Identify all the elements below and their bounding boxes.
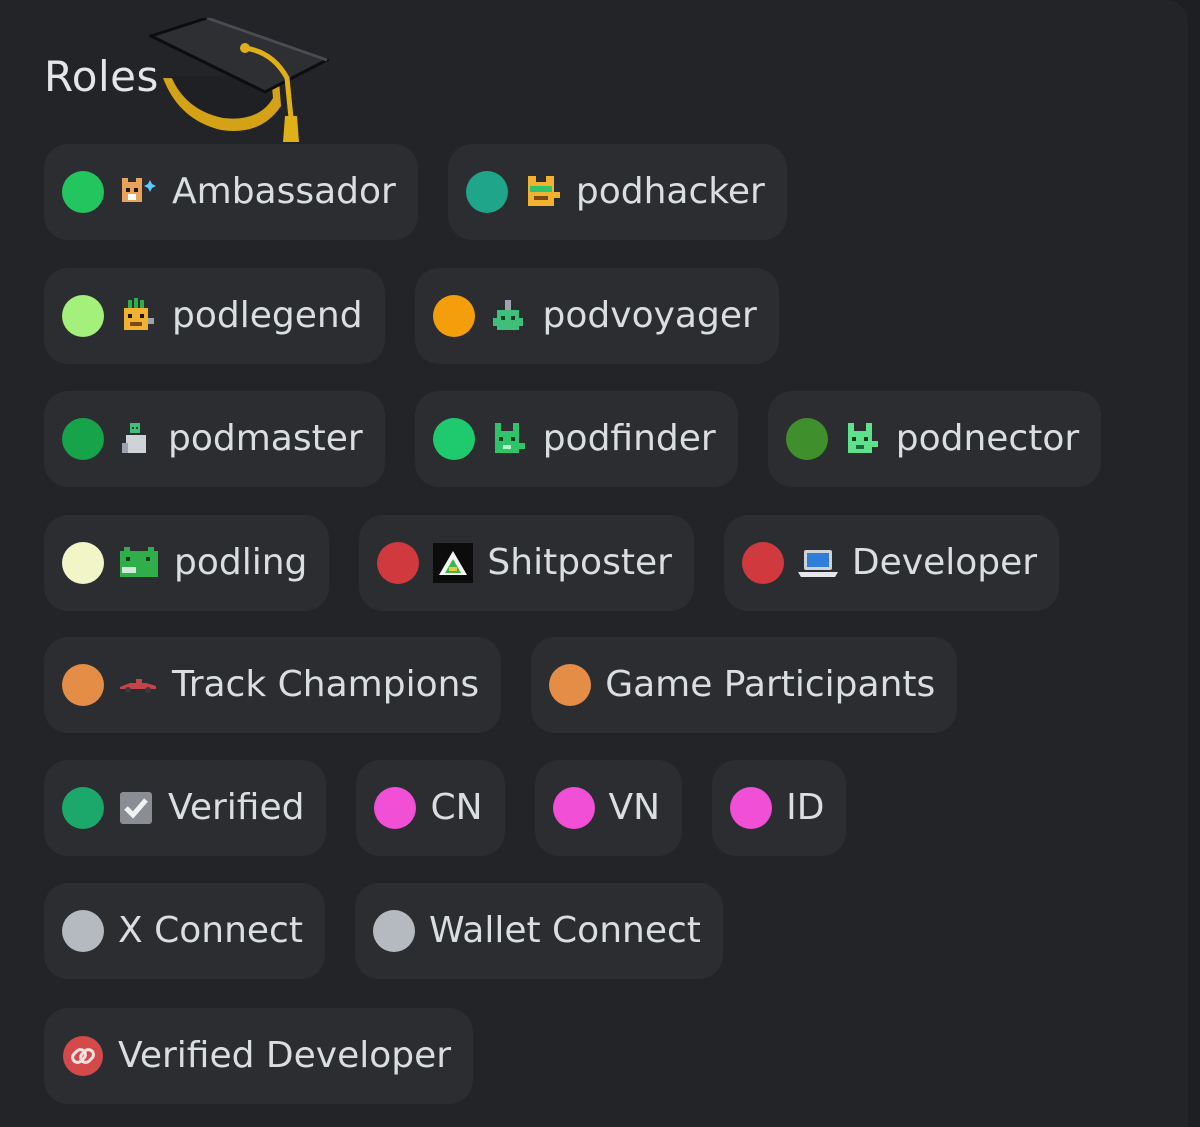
- roles-row-2: podlegend podvoyager: [44, 268, 809, 364]
- role-name: Track Champions: [172, 664, 480, 705]
- roles-row-4: podling Shitposter Developer: [44, 515, 1089, 611]
- role-color-dot: [549, 664, 592, 706]
- pixel-critter-finder-icon: [494, 423, 525, 453]
- role-chip-developer[interactable]: Developer: [723, 515, 1060, 611]
- role-name: X Connect: [118, 910, 303, 951]
- role-chip-podling[interactable]: podling: [44, 515, 330, 611]
- role-color-dot: [62, 542, 104, 584]
- role-chip-podhacker[interactable]: podhacker: [447, 144, 787, 240]
- role-color-dot: [377, 542, 420, 584]
- role-chip-verified-developer[interactable]: Verified Developer: [44, 1008, 474, 1104]
- role-color-dot: [785, 418, 828, 460]
- role-chip-podlegend[interactable]: podlegend: [44, 268, 385, 364]
- role-chip-shitposter[interactable]: Shitposter: [359, 515, 694, 611]
- role-chip-cn[interactable]: CN: [356, 760, 505, 856]
- role-chip-track-champions[interactable]: Track Champions: [44, 637, 502, 733]
- role-name: Verified: [168, 787, 305, 828]
- role-color-dot: [62, 418, 104, 460]
- role-name: podmaster: [168, 418, 363, 459]
- role-name: podnector: [895, 418, 1080, 459]
- role-name: podvoyager: [542, 295, 757, 336]
- checkbox-icon: [120, 792, 152, 824]
- role-chip-vn[interactable]: VN: [534, 760, 683, 856]
- role-name: Developer: [851, 542, 1038, 583]
- roles-row-8: Verified Developer: [44, 1008, 503, 1104]
- section-title: Roles: [44, 52, 159, 101]
- role-chip-id[interactable]: ID: [712, 760, 847, 856]
- role-chip-podvoyager[interactable]: podvoyager: [414, 268, 779, 364]
- triangle-meme-icon: [433, 543, 474, 583]
- role-color-dot: [741, 542, 784, 584]
- role-chip-wallet-connect[interactable]: Wallet Connect: [354, 883, 723, 979]
- role-color-dot: [62, 664, 104, 706]
- role-chip-game-participants[interactable]: Game Participants: [531, 637, 958, 733]
- role-name: VN: [608, 787, 661, 828]
- role-color-dot: [432, 295, 475, 337]
- role-name: podfinder: [542, 418, 716, 459]
- roles-heading: Roles: [44, 18, 329, 148]
- roles-row-6: Verified CN VN ID: [44, 760, 876, 856]
- role-chip-podmaster[interactable]: podmaster: [44, 391, 385, 487]
- role-chip-podnector[interactable]: podnector: [767, 391, 1102, 487]
- role-name: podhacker: [575, 171, 765, 212]
- role-color-dot: [432, 418, 475, 460]
- role-name: CN: [430, 787, 483, 828]
- role-chip-x-connect[interactable]: X Connect: [44, 883, 325, 979]
- link-badge-icon: [63, 1036, 103, 1076]
- role-name: ID: [786, 787, 825, 828]
- role-chip-ambassador[interactable]: Ambassador: [44, 144, 418, 240]
- role-color-dot: [62, 295, 104, 337]
- role-name: Game Participants: [605, 664, 936, 705]
- role-name: podling: [174, 542, 308, 583]
- pixel-critter-voyager-icon: [492, 300, 523, 330]
- pixel-critter-master-icon: [122, 423, 146, 453]
- role-chip-verified[interactable]: Verified: [44, 760, 327, 856]
- role-color-dot: [374, 787, 417, 829]
- role-color-dot: [552, 787, 595, 829]
- graduation-cap-icon: [148, 18, 329, 142]
- fox-sparkle-icon: [122, 178, 156, 202]
- laptop-icon: [797, 550, 838, 577]
- roles-row-5: Track Champions Game Participants: [44, 637, 987, 733]
- role-name: podlegend: [172, 295, 363, 336]
- race-car-icon: [120, 679, 156, 693]
- role-name: Shitposter: [487, 542, 672, 583]
- role-color-dot: [62, 787, 104, 829]
- roles-row-3: podmaster podfinder podnector: [44, 391, 1131, 487]
- role-color-dot: [465, 171, 508, 213]
- role-color-dot: [62, 171, 104, 213]
- role-color-dot: [730, 787, 773, 829]
- role-color-dot: [62, 910, 104, 952]
- role-chip-podfinder[interactable]: podfinder: [414, 391, 738, 487]
- pixel-critter-legend-icon: [124, 298, 154, 330]
- pixel-critter-nector-icon: [847, 423, 878, 453]
- pixel-critter-hacker-icon: [527, 176, 560, 206]
- role-name: Ambassador: [172, 171, 396, 212]
- role-color-dot: [372, 910, 415, 952]
- role-name: Verified Developer: [118, 1035, 452, 1076]
- role-name: Wallet Connect: [428, 910, 701, 951]
- roles-row-1: Ambassador podhacker: [44, 144, 817, 240]
- pixel-critter-podling-icon: [120, 547, 158, 577]
- roles-row-7: X Connect Wallet Connect: [44, 883, 753, 979]
